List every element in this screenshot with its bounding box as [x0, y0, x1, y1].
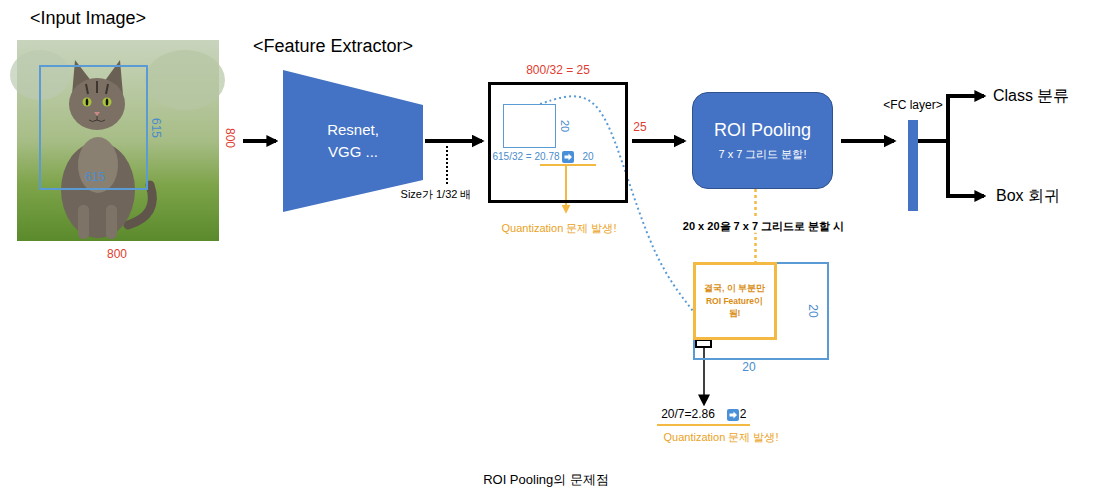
feature-map-box: 800/32 = 2520 [488, 82, 628, 203]
box-title: ROI Pooling [714, 120, 811, 142]
underline [540, 164, 596, 166]
arrow-icon [562, 151, 574, 163]
warning-note: Quantization 문제 발생! [502, 222, 617, 235]
section-heading: <Input Image> [30, 8, 146, 29]
figure-caption: ROI Pooling의 문제점 [483, 473, 609, 488]
output-arrow [946, 194, 984, 198]
output-label: Class 분류 [993, 87, 1069, 105]
cat-head [69, 78, 125, 130]
cat-eye [83, 98, 92, 107]
branch-line [946, 94, 950, 198]
bounding-box [40, 66, 147, 189]
photo-blur [145, 50, 225, 110]
dimension-label: 800/32 = 25 [526, 63, 590, 77]
warning-note: Quantization 문제 발생! [664, 431, 779, 444]
dimension-label: 800 [222, 128, 236, 148]
fc-layer-bar: <FC layer> [908, 120, 918, 211]
layer-heading: <FC layer> [883, 98, 942, 112]
dimension-label: 25 [633, 121, 646, 135]
cat-leg [78, 205, 89, 239]
icon-arrow [565, 154, 573, 161]
arrow-icon [727, 409, 739, 421]
cat-mouth [89, 116, 105, 122]
callout-arrow [565, 166, 567, 212]
flow-arrow [632, 139, 684, 143]
cat-chest [78, 137, 118, 193]
cat-pupil [106, 99, 109, 106]
zoomed-roi-box: 2020결국, 이 부분만 ROI Feature이 됨! [693, 262, 829, 360]
calculation-result: 20 [582, 151, 593, 163]
roi-pooling-box: ROI Pooling 7 x 7 그리드 분할! [692, 92, 833, 189]
branch-line [918, 139, 948, 143]
output-label: Box 회귀 [996, 187, 1060, 205]
dimension-label: 615 [148, 118, 162, 138]
cat-leg [106, 205, 117, 239]
leader-line [446, 146, 448, 184]
underline [657, 424, 750, 426]
scale-note: Size가 1/32 배 [401, 188, 472, 201]
cat-photo [10, 40, 225, 241]
roi-feature-box: 결국, 이 부분만 ROI Feature이 됨! [693, 262, 777, 340]
section-heading: <Feature Extractor> [253, 36, 413, 57]
cat-nose [94, 112, 100, 116]
dimension-label: 20 [742, 360, 755, 374]
callout-arrow [703, 348, 705, 404]
icon-square [562, 151, 574, 163]
icon-arrow [730, 412, 738, 419]
dimension-label: 20 [558, 120, 571, 132]
box-subtitle: 7 x 7 그리드 분할! [718, 148, 806, 161]
dimension-label: 615 [85, 171, 105, 185]
zoom-link [540, 96, 693, 311]
icon-square [727, 409, 739, 421]
edge-label: 20 x 20을 7 x 7 그리드로 분할 시 [680, 218, 847, 233]
roi-box: 20 [503, 104, 556, 148]
calculation-result: 2 [740, 408, 747, 422]
flow-arrow [841, 139, 894, 143]
backbone-name: Resnet, VGG ... [313, 119, 393, 163]
dimension-label: 800 [107, 248, 127, 262]
flow-arrow [425, 139, 482, 143]
dimension-label: 20 [805, 304, 819, 317]
calculation-label: 20/7=2.86 [661, 408, 715, 422]
input-arrow [243, 139, 276, 143]
cat-eye [103, 98, 112, 107]
calculation-label: 615/32 = 20.78 [492, 151, 559, 163]
note-text: 결국, 이 부분만 ROI Feature이 됨! [701, 282, 769, 320]
output-arrow [946, 94, 984, 98]
cat-pupil [86, 99, 89, 106]
cat-stripes [86, 81, 108, 94]
grid-cell [696, 340, 711, 347]
